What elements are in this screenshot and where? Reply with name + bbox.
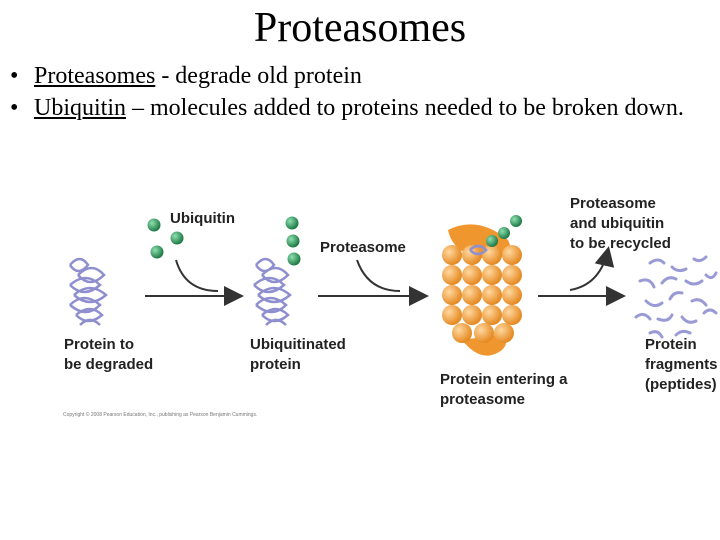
bullet-marker: • — [10, 95, 19, 121]
label-protein-to: Protein to — [64, 336, 134, 353]
bullet-item-ubiquitin: • Ubiquitin – molecules added to protein… — [10, 92, 710, 124]
label-protein: protein — [250, 356, 301, 373]
ubiquitin-chain-icon — [285, 216, 301, 266]
term-proteasomes: Proteasomes — [34, 63, 156, 89]
label-ubiquitin: Ubiquitin — [170, 210, 235, 227]
ubiquitinated-protein-coil-icon — [253, 257, 292, 326]
bullet-item-proteasomes: • Proteasomes - degrade old protein — [10, 60, 710, 92]
label-protein-entering: Protein entering a — [440, 371, 568, 388]
protein-coil-icon — [68, 257, 108, 326]
bullet-text: - degrade old protein — [155, 63, 362, 89]
label-proteasome: Proteasome — [320, 239, 406, 256]
bullet-text: – molecules added to proteins needed to … — [126, 95, 684, 121]
label-fragments-3: (peptides) — [645, 376, 717, 393]
label-be-degraded: be degraded — [64, 356, 153, 373]
term-ubiquitin: Ubiquitin — [34, 95, 127, 121]
label-recycled-1: Proteasome — [570, 195, 656, 212]
copyright-notice: Copyright © 2008 Pearson Education, Inc.… — [63, 411, 257, 418]
label-fragments-2: fragments — [645, 356, 718, 373]
bullet-list: • Proteasomes - degrade old protein • Ub… — [10, 60, 710, 124]
arrow-branch-2-icon — [356, 259, 401, 292]
label-ubiquitinated: Ubiquitinated — [250, 336, 346, 353]
bullet-marker: • — [10, 63, 19, 89]
slide-title: Proteasomes — [253, 5, 467, 51]
arrow-recycle-icon — [569, 246, 615, 291]
ubiquitin-molecules-icon — [147, 218, 184, 259]
label-recycled-2: and ubiquitin — [570, 215, 664, 232]
arrow-branch-1-icon — [175, 259, 219, 292]
proteasome-icon — [442, 215, 522, 356]
label-recycled-3: to be recycled — [570, 235, 671, 252]
label-entering-proteasome: proteasome — [440, 391, 525, 408]
label-fragments-1: Protein — [645, 336, 697, 353]
proteasome-diagram: Ubiquitin Protein to be degraded Ubiquit… — [63, 195, 718, 418]
peptide-fragments-icon — [634, 255, 718, 339]
